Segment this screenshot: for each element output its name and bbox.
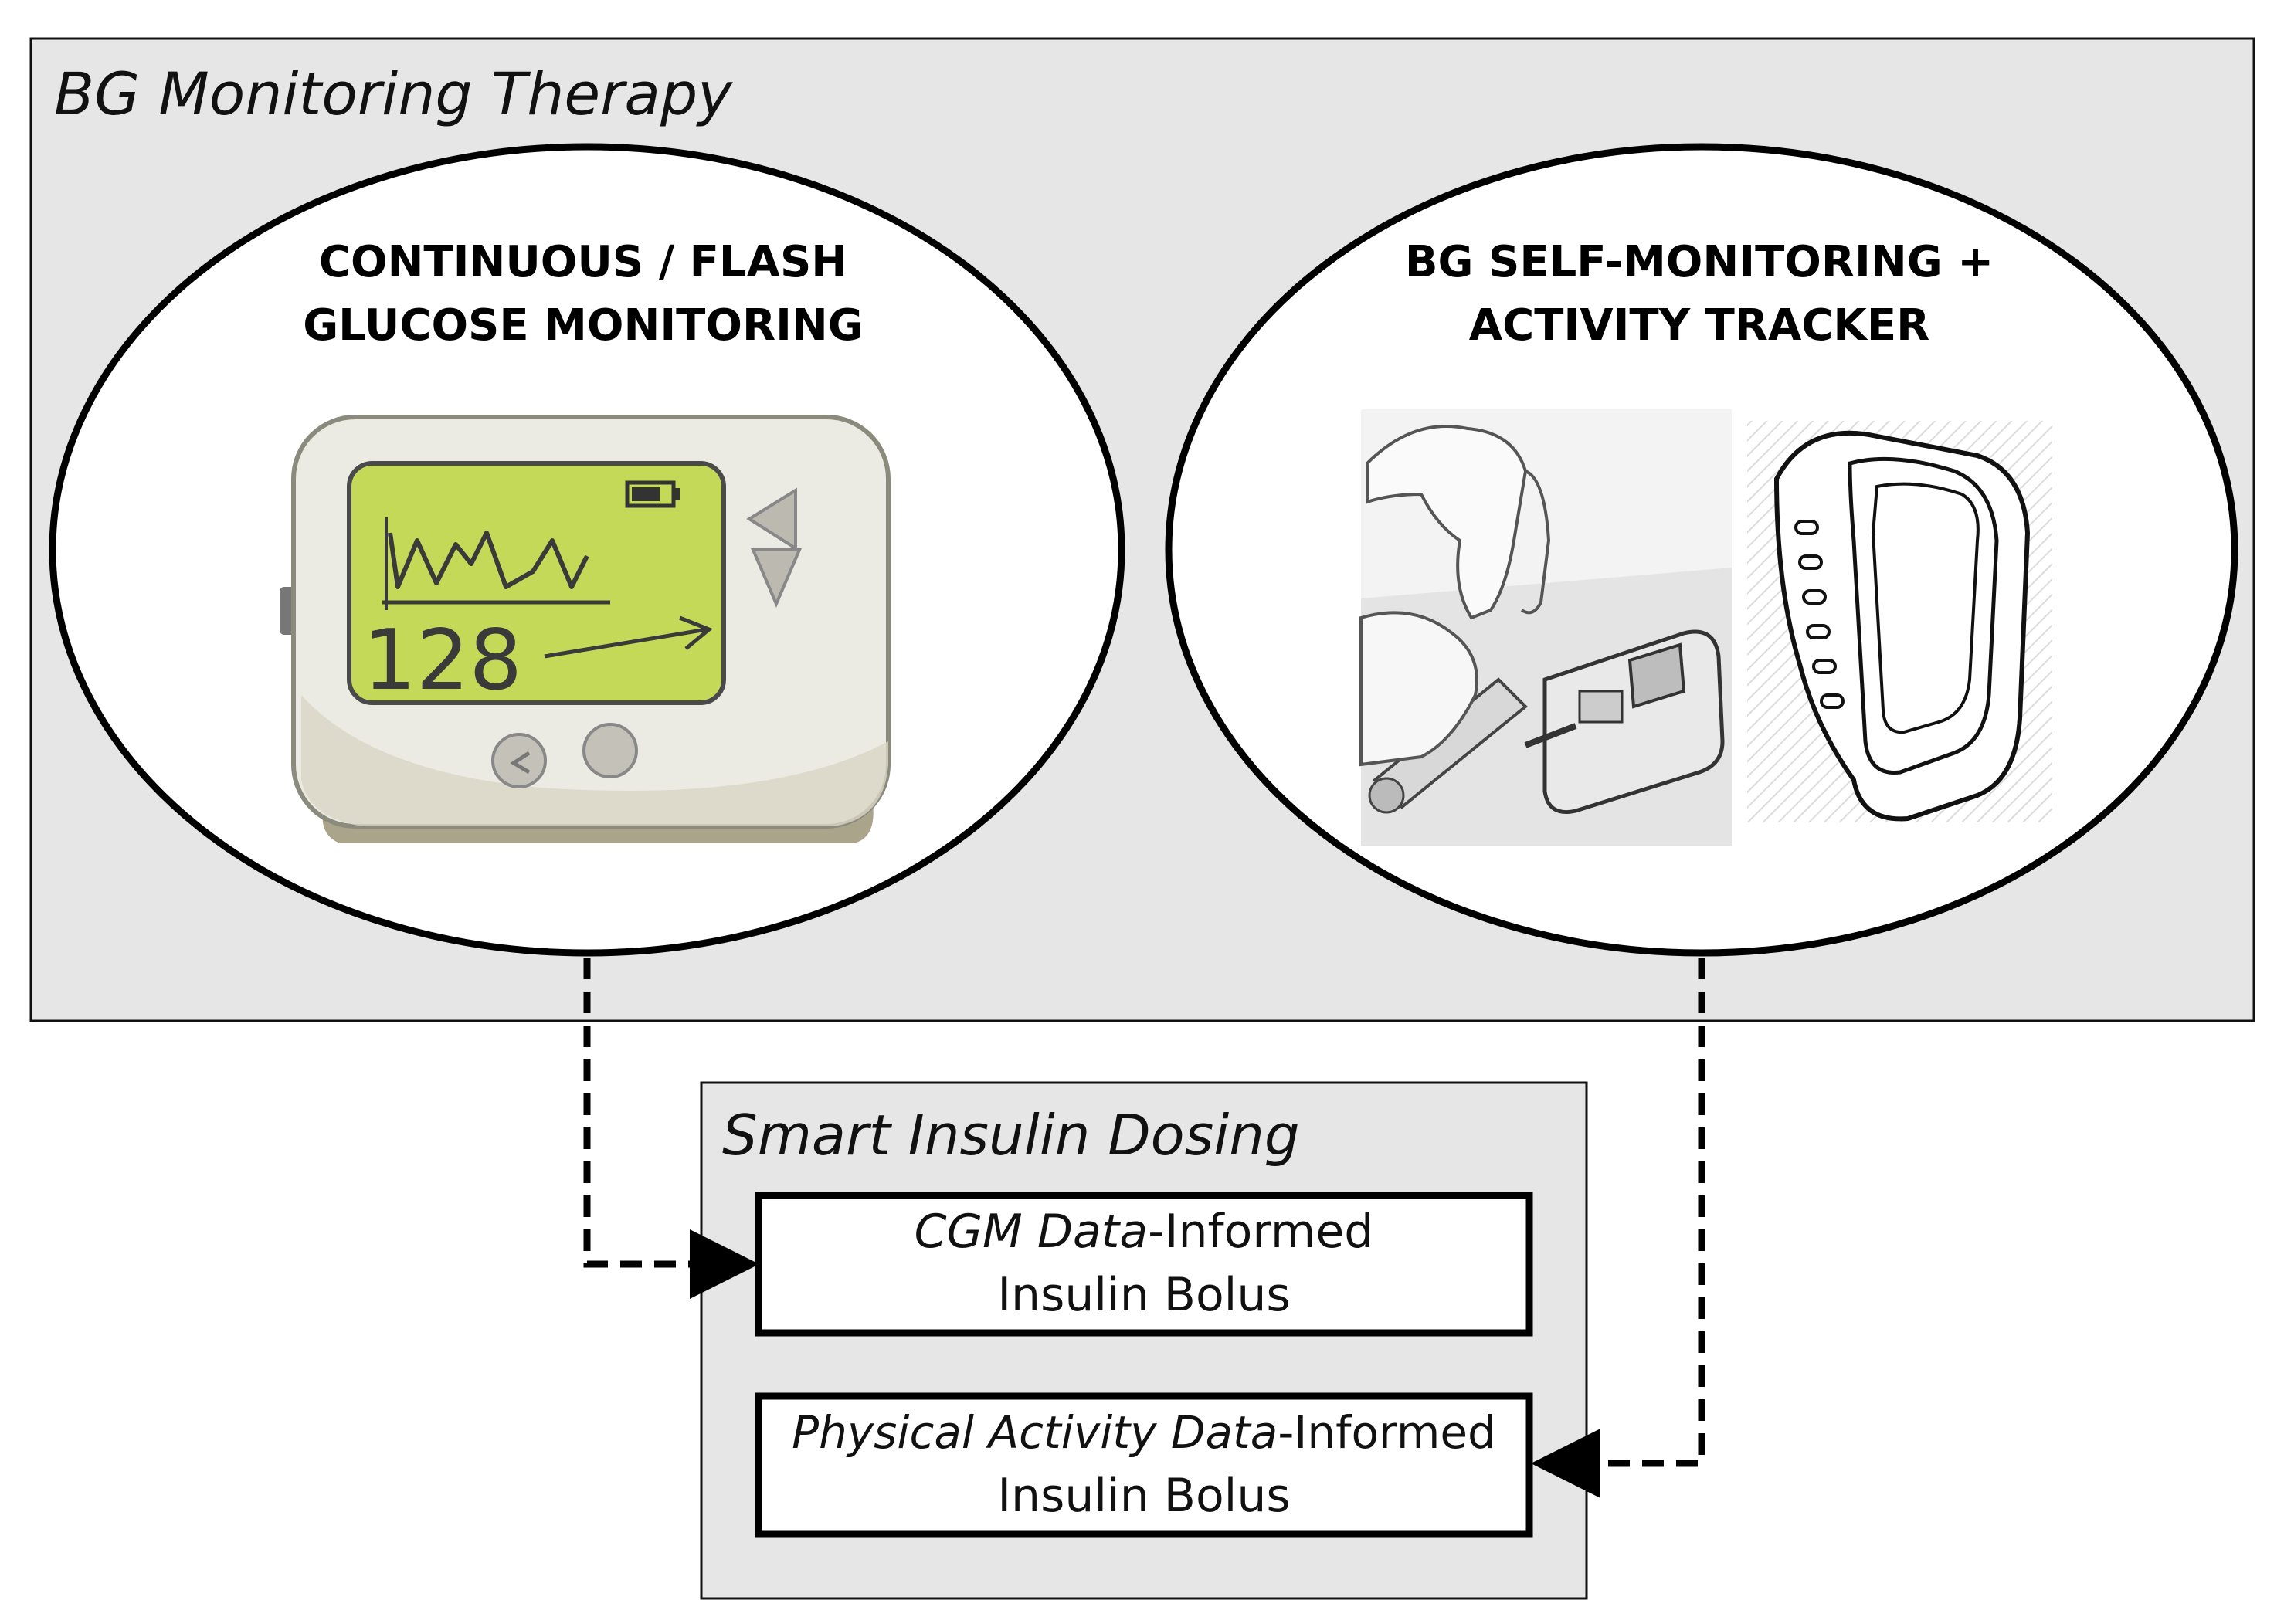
cgm-device-icon: 128 [280, 415, 891, 843]
cgm-connector-arrow [583, 958, 759, 1299]
glucose-meter-sketch-icon [1359, 409, 1732, 846]
device-down-arrow-icon [750, 548, 803, 609]
device-up-arrow-icon [746, 487, 797, 551]
left-circle-title-line2: GLUCOSE MONITORING [303, 300, 864, 351]
right-circle-title-line1: BG SELF-MONITORING + [1405, 237, 1994, 287]
cgm-bolus-box [755, 1192, 1533, 1337]
outer-panel-title: BG Monitoring Therapy [54, 59, 733, 128]
device-round-button-icon [582, 723, 638, 778]
activity-bolus-box [755, 1392, 1533, 1538]
inner-panel-title: Smart Insulin Dosing [722, 1103, 1300, 1168]
activity-tracker-icon [1747, 421, 2052, 822]
device-reading: 128 [363, 612, 522, 709]
activity-bolus-line2: Insulin Bolus [997, 1469, 1290, 1523]
cgm-bolus-line1: CGM Data-Informed [915, 1205, 1374, 1259]
left-circle-title-line1: CONTINUOUS / FLASH [319, 237, 847, 287]
cgm-bolus-line2: Insulin Bolus [997, 1268, 1290, 1322]
right-circle-title-line2: ACTIVITY TRACKER [1469, 300, 1929, 351]
activity-bolus-line1: Physical Activity Data-Informed [792, 1406, 1496, 1459]
